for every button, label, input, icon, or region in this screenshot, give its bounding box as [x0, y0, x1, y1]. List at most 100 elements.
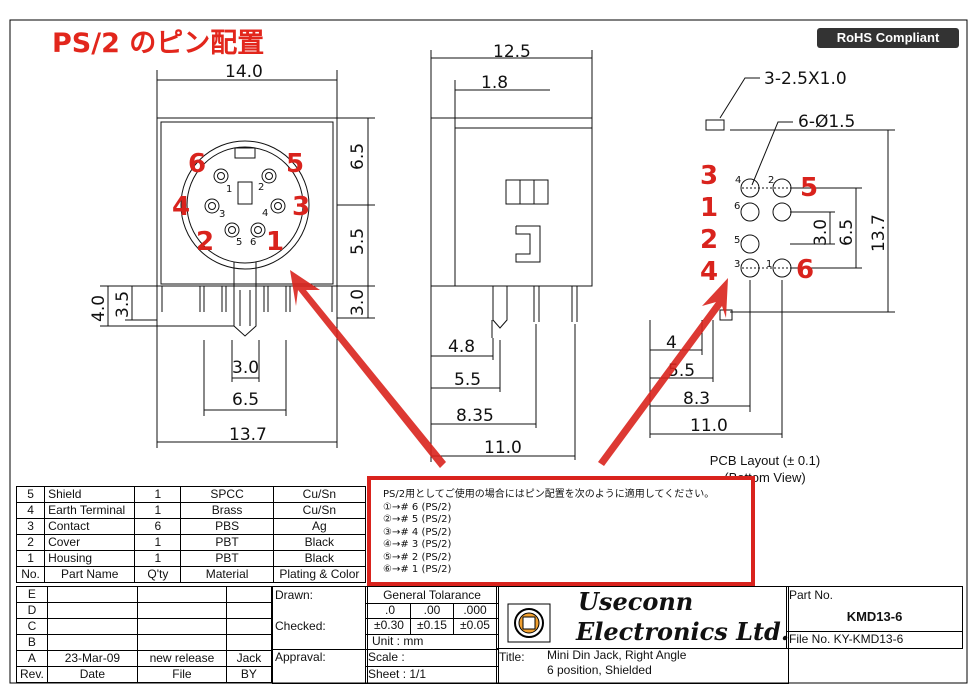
bom-cell: Black	[272, 534, 367, 551]
rev-cell: C	[16, 618, 48, 635]
part-no-label: Part No.	[789, 588, 834, 602]
front-pin-label: 4	[262, 208, 268, 219]
bom-cell: SPCC	[180, 486, 274, 503]
front-ps2-pin-1: 1	[266, 227, 284, 257]
dim-pcb-11-0: 11.0	[690, 416, 728, 436]
tol-b: ±0.05	[460, 618, 490, 632]
dim-front-5-5: 5.5	[348, 228, 368, 255]
approval-label: Appraval:	[275, 650, 326, 664]
pcb-pin-label: 1	[766, 259, 772, 270]
pcb-ps2-pin-2: 2	[700, 225, 718, 255]
bom-cell: 1	[134, 550, 182, 567]
front-pin-label: 6	[250, 237, 256, 248]
bom-cell: Black	[272, 550, 367, 567]
bom-cell: 1	[15, 550, 46, 567]
dim-front-3-0-bottom: 3.0	[232, 358, 259, 378]
rev-cell: Jack	[225, 650, 273, 667]
bom-cell: 6	[134, 518, 182, 535]
front-ps2-pin-6: 6	[188, 149, 206, 179]
pcb-ps2-pin-4: 4	[700, 257, 718, 287]
bom-cell: Earth Terminal	[44, 502, 136, 519]
rev-cell	[225, 634, 273, 651]
note-line: ④→# 3 (PS/2)	[383, 539, 452, 550]
rev-header: BY	[225, 666, 273, 683]
part-number: KMD13-6	[846, 609, 903, 624]
dim-pcb-13-7: 13.7	[869, 214, 889, 252]
dim-side-4-8: 4.8	[448, 337, 475, 357]
part-number-block: Part No. KMD13-6 File No. KY-KMD13-6	[786, 586, 963, 649]
dim-side-8-35: 8.35	[456, 406, 494, 426]
bom-cell: PBT	[180, 534, 274, 551]
pcb-ps2-pin-6: 6	[796, 255, 814, 285]
bom-header: Material	[180, 566, 274, 583]
bom-cell: Housing	[44, 550, 136, 567]
pcb-ps2-pin-5: 5	[800, 173, 818, 203]
table-row: C	[16, 618, 273, 635]
tol-b: ±0.15	[417, 618, 447, 632]
pcb-ps2-pin-1: 1	[700, 193, 718, 223]
rev-cell: 23-Mar-09	[46, 650, 138, 667]
rev-header: Date	[46, 666, 138, 683]
rev-cell	[136, 602, 227, 619]
dim-pcb-8-3: 8.3	[683, 389, 710, 409]
company-logo	[507, 603, 551, 643]
rev-cell: D	[16, 602, 48, 619]
bom-cell: Cu/Sn	[272, 486, 367, 503]
bom-cell: Brass	[180, 502, 274, 519]
company-name-line2: Electronics Ltd.	[576, 617, 790, 646]
front-pin-label: 3	[219, 209, 225, 220]
bom-cell: Cu/Sn	[272, 502, 367, 519]
bom-cell: PBT	[180, 550, 274, 567]
front-pin-label: 1	[226, 184, 232, 195]
bom-cell: 5	[15, 486, 46, 503]
rev-cell	[46, 618, 138, 635]
front-ps2-pin-4: 4	[172, 192, 190, 222]
note-line: ①→# 6 (PS/2)	[383, 501, 452, 513]
ps2-note-box: PS/2用としてご使用の場合にはピン配置を次のように適用してください。 ①→# …	[367, 476, 755, 586]
side-view	[430, 50, 593, 462]
front-pin-label: 5	[236, 237, 242, 248]
front-view	[100, 70, 375, 448]
bom-cell: PBS	[180, 518, 274, 535]
bom-cell: 2	[15, 534, 46, 551]
dim-front-width: 14.0	[225, 62, 263, 82]
rev-cell	[225, 586, 273, 603]
dim-side-1-8: 1.8	[481, 73, 508, 93]
rev-cell	[46, 634, 138, 651]
front-ps2-pin-3: 3	[292, 192, 310, 222]
front-ps2-pin-5: 5	[286, 149, 304, 179]
bom-header: Plating & Color	[272, 566, 367, 583]
note-line: ②→# 5 (PS/2)	[383, 514, 452, 525]
rev-cell: new release	[136, 650, 227, 667]
rev-cell	[136, 618, 227, 635]
rev-cell	[225, 618, 273, 635]
tol-a: .00	[423, 603, 441, 617]
dim-front-6-5-bottom: 6.5	[232, 390, 259, 410]
table-row: B	[16, 634, 273, 651]
rev-cell	[46, 602, 138, 619]
pcb-pin-label: 4	[735, 175, 741, 186]
drawn-label: Drawn:	[275, 588, 314, 602]
pcb-pin-label: 5	[734, 235, 740, 246]
company-block: Title: Mini Din Jack, Right Angle 6 posi…	[496, 586, 789, 684]
pcb-pin-label: 6	[734, 201, 740, 212]
rev-cell: E	[16, 586, 48, 603]
dim-pcb-3-0: 3.0	[811, 219, 831, 246]
rev-cell	[136, 586, 227, 603]
pcb-caption-line1: PCB Layout (± 0.1)	[709, 453, 821, 468]
dim-front-3-0-right: 3.0	[348, 289, 368, 316]
rev-header: File	[136, 666, 227, 683]
bom-cell: Cover	[44, 534, 136, 551]
note-line: ⑥→# 1 (PS/2)	[383, 564, 452, 575]
note-line: ⑤→# 2 (PS/2)	[383, 551, 452, 563]
dim-pcb-slots: 3-2.5X1.0	[764, 69, 847, 89]
dim-front-4-0: 4.0	[89, 295, 109, 322]
company-name-line1: Useconn	[578, 587, 694, 616]
bom-cell: 1	[134, 534, 182, 551]
